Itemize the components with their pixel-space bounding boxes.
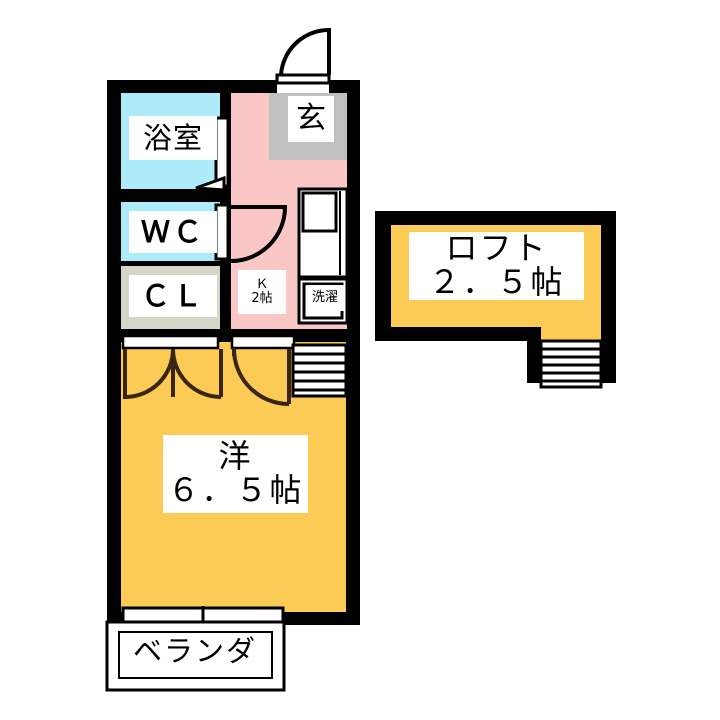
- closet-door-headers: [121, 334, 296, 350]
- room-label-closet: ＣＬ: [129, 275, 217, 317]
- room-entry-door: [232, 348, 291, 406]
- veranda-outline: [105, 620, 286, 692]
- loft-stairs: [539, 339, 603, 389]
- kitchen-label-line2: 2帖: [251, 291, 273, 306]
- room-label-loft: ロフト ２．５帖: [409, 232, 584, 300]
- main-room-label-line1: 洋: [218, 437, 253, 476]
- room-label-genkan: 玄: [288, 96, 334, 142]
- kitchen-sink-unit: [297, 187, 349, 279]
- room-label-wc: ＷＣ: [129, 211, 217, 253]
- wc-door: [214, 203, 288, 263]
- room-stairs: [291, 343, 348, 398]
- room-label-kitchen: Ｋ 2帖: [238, 270, 286, 314]
- main-room-label-line2: ６．５帖: [167, 471, 304, 509]
- entrance-door: [275, 27, 331, 93]
- closet-door-swings: [123, 348, 223, 400]
- loft-label-line1: ロフト: [445, 229, 548, 268]
- room-label-veranda: ベランダ: [132, 633, 257, 668]
- room-label-bathroom: 浴室: [129, 116, 217, 160]
- kitchen-label-line1: Ｋ: [255, 277, 269, 293]
- fixture-label-laundry: 洗濯: [306, 285, 344, 311]
- loft-label-line2: ２．５帖: [428, 263, 565, 301]
- room-label-main-room: 洋 ６．５帖: [163, 435, 308, 513]
